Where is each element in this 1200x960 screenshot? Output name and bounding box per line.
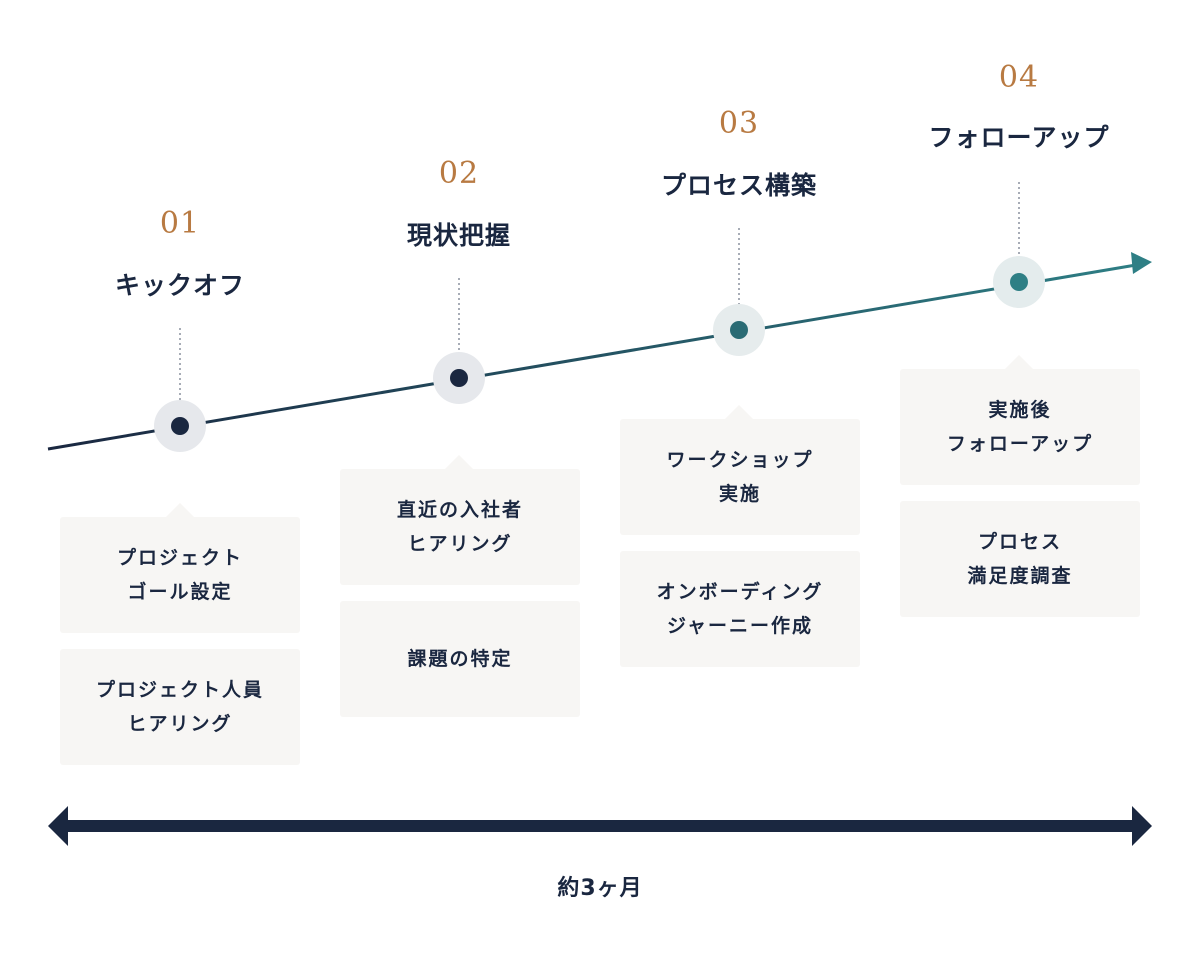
card-pointer-01 bbox=[166, 503, 194, 517]
duration-label: 約3ヶ月 bbox=[557, 876, 643, 901]
phase-03-card-1: ワークショップ 実施 bbox=[620, 419, 860, 535]
milestone-02-dot bbox=[450, 369, 468, 387]
milestone-01-dot bbox=[171, 417, 189, 435]
phase-03-card-2: オンボーディング ジャーニー作成 bbox=[620, 551, 860, 667]
card-pointer-02 bbox=[445, 455, 473, 469]
phase-01-card-2: プロジェクト人員 ヒアリング bbox=[60, 649, 300, 765]
phase-01-number: 01 bbox=[159, 206, 201, 241]
card-pointer-04 bbox=[1005, 355, 1033, 369]
phase-04-card-1: 実施後 フォローアップ bbox=[900, 369, 1140, 485]
phase-02-card-1: 直近の入社者 ヒアリング bbox=[340, 469, 580, 585]
milestone-03-dot bbox=[730, 321, 748, 339]
duration-arrow-left bbox=[48, 806, 68, 846]
duration-bar bbox=[64, 820, 1136, 832]
phase-03-number: 03 bbox=[718, 106, 760, 141]
phase-01-title: キックオフ bbox=[114, 271, 245, 300]
phase-02-title: 現状把握 bbox=[406, 221, 511, 250]
timeline-progress-line bbox=[47, 263, 1137, 451]
phase-04-title: フォローアップ bbox=[928, 123, 1110, 152]
phase-02-number: 02 bbox=[438, 156, 480, 191]
phase-02-card-2: 課題の特定 bbox=[340, 601, 580, 717]
duration-arrow-right bbox=[1132, 806, 1152, 846]
phase-01-card-1: プロジェクト ゴール設定 bbox=[60, 517, 300, 633]
phase-04-card-2: プロセス 満足度調査 bbox=[900, 501, 1140, 617]
phase-04-number: 04 bbox=[998, 60, 1040, 95]
phase-03-title: プロセス構築 bbox=[660, 171, 817, 200]
milestone-04-dot bbox=[1010, 273, 1028, 291]
card-pointer-03 bbox=[725, 405, 753, 419]
timeline-arrowhead bbox=[1131, 252, 1152, 274]
